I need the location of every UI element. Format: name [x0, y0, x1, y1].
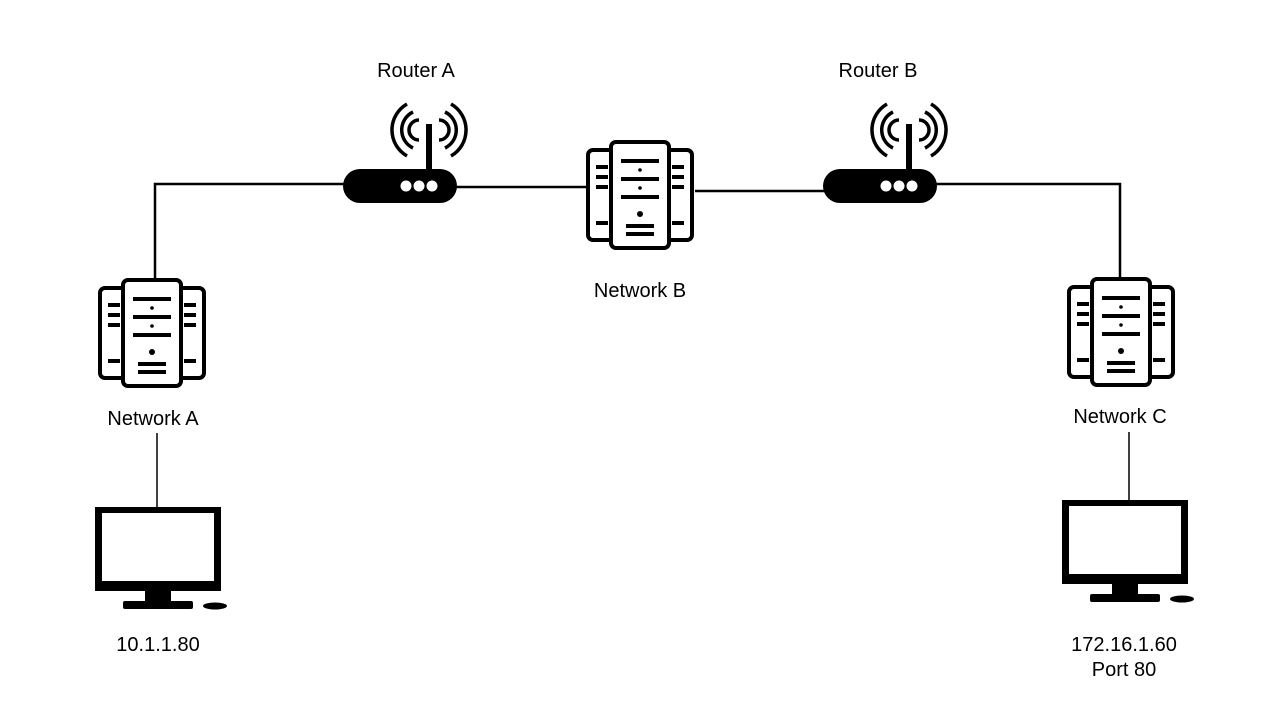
router-b-icon: [821, 102, 948, 205]
computer-c-desktop-icon: [1062, 500, 1194, 603]
computer-a-ip-label: 10.1.1.80: [116, 634, 200, 656]
network-b-server-icon: [586, 140, 694, 250]
network-b-label: Network B: [593, 280, 687, 302]
computer-c-port-label: Port 80: [1091, 659, 1157, 681]
router-a-icon: [341, 102, 468, 205]
network-c-label: Network C: [1073, 406, 1167, 428]
computer-c-ip-label: 172.16.1.60: [1071, 634, 1177, 656]
link-router-b-network-c: [935, 182, 1122, 280]
network-a-server-icon: [98, 278, 206, 388]
computer-a-desktop-icon: [95, 507, 227, 610]
network-c-server-icon: [1067, 277, 1175, 387]
network-a-label: Network A: [107, 408, 199, 430]
connection-lines: [153, 182, 1130, 507]
router-a-label: Router A: [377, 60, 455, 82]
link-network-a-router-a: [153, 182, 345, 280]
router-b-label: Router B: [838, 60, 918, 82]
